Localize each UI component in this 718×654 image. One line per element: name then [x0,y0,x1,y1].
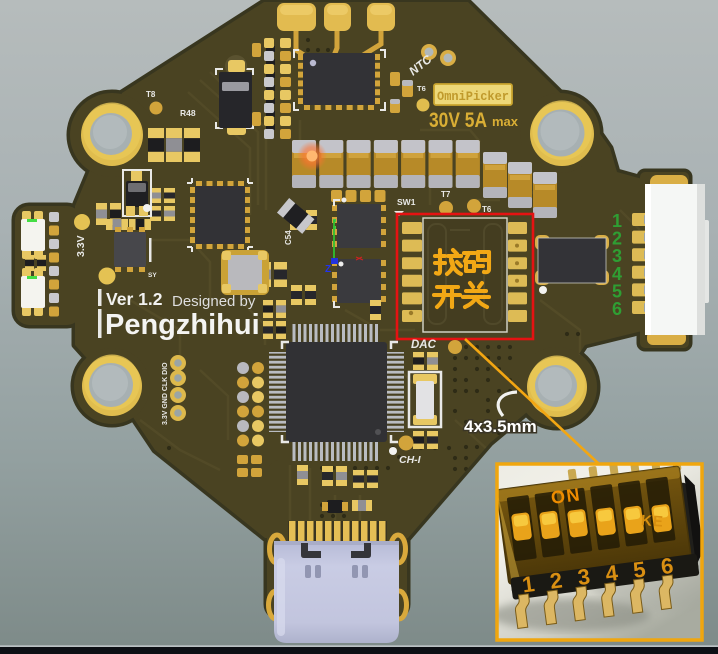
svg-text:6: 6 [612,299,622,319]
svg-text:CH-I: CH-I [399,454,422,466]
svg-text:C54: C54 [284,230,293,245]
svg-text:max: max [492,114,519,129]
svg-text:2: 2 [612,229,622,249]
svg-text:6: 6 [659,553,674,579]
svg-text:Pengzhihui: Pengzhihui [105,309,260,341]
svg-text:5: 5 [612,281,622,301]
svg-text:T7: T7 [441,190,451,199]
svg-text:4x3.5mm: 4x3.5mm [464,417,537,436]
svg-text:SW1: SW1 [397,197,416,207]
svg-text:KE: KE [640,512,664,531]
svg-text:ON: ON [550,484,582,508]
svg-text:T6: T6 [482,205,492,214]
svg-text:Z: Z [325,264,331,275]
svg-text:R48: R48 [180,108,196,118]
svg-text:1: 1 [521,571,536,597]
svg-text:SY: SY [148,272,157,279]
svg-text:Designed by: Designed by [172,293,256,310]
svg-text:T8: T8 [146,90,156,99]
svg-text:3: 3 [576,564,591,590]
svg-text:3: 3 [612,246,622,266]
svg-text:4: 4 [612,264,622,284]
svg-text:3.3V: 3.3V [75,235,87,257]
svg-text:OmniPicker: OmniPicker [437,90,509,104]
svg-text:3.3V GND CLK DIO: 3.3V GND CLK DIO [162,362,169,425]
svg-text:2: 2 [548,567,563,593]
svg-text:5: 5 [632,556,647,582]
svg-text:T6: T6 [417,84,426,93]
svg-text:DAC: DAC [411,339,437,351]
svg-text:4: 4 [604,560,620,586]
svg-text:Ver 1.2: Ver 1.2 [106,289,163,309]
svg-text:30V 5A: 30V 5A [429,109,487,132]
svg-text:1: 1 [612,211,622,231]
